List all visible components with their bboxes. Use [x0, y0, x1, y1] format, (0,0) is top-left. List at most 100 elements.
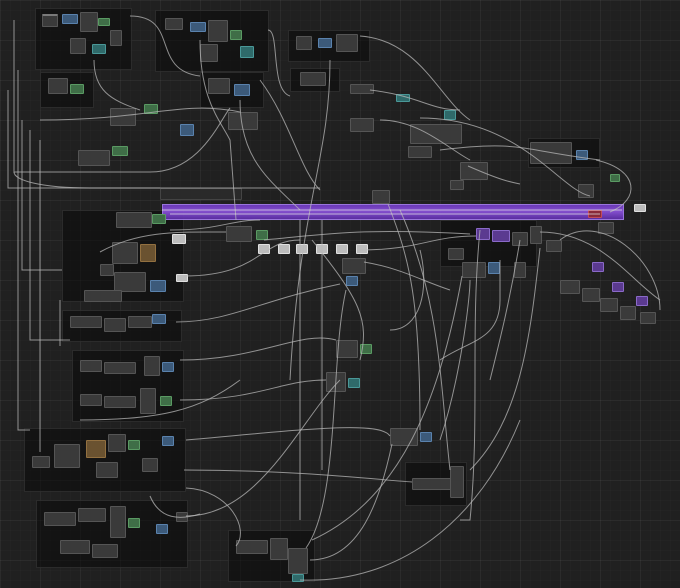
node[interactable] — [316, 244, 328, 254]
node[interactable] — [460, 162, 488, 180]
node[interactable] — [444, 110, 456, 120]
node[interactable] — [342, 258, 366, 274]
node[interactable] — [512, 232, 528, 246]
node[interactable] — [160, 396, 172, 406]
node[interactable] — [62, 14, 78, 24]
node[interactable] — [396, 94, 410, 102]
node[interactable] — [256, 230, 268, 240]
node[interactable] — [640, 312, 656, 324]
node[interactable] — [32, 456, 50, 468]
node[interactable] — [390, 428, 418, 446]
node[interactable] — [588, 210, 602, 218]
node[interactable] — [292, 574, 304, 582]
node[interactable] — [636, 296, 648, 306]
node[interactable] — [612, 282, 624, 292]
node[interactable] — [200, 44, 218, 62]
node[interactable] — [48, 78, 68, 94]
node[interactable] — [128, 316, 152, 328]
node[interactable] — [108, 434, 126, 452]
node[interactable] — [110, 506, 126, 538]
node[interactable] — [100, 264, 114, 276]
node[interactable] — [140, 388, 156, 414]
node[interactable] — [300, 72, 326, 86]
node[interactable] — [236, 540, 268, 554]
node[interactable] — [592, 262, 604, 272]
node[interactable] — [150, 280, 166, 292]
node[interactable] — [42, 14, 58, 27]
node[interactable] — [44, 512, 76, 526]
node[interactable] — [582, 288, 600, 302]
node[interactable] — [78, 150, 110, 166]
node[interactable] — [450, 180, 464, 190]
node[interactable] — [208, 20, 228, 42]
node[interactable] — [258, 244, 270, 254]
node[interactable] — [144, 104, 158, 114]
node[interactable] — [234, 84, 250, 96]
node[interactable] — [296, 36, 312, 50]
node[interactable] — [128, 518, 140, 528]
node[interactable] — [70, 38, 86, 54]
node[interactable] — [144, 356, 160, 376]
node[interactable] — [92, 544, 118, 558]
node[interactable] — [162, 362, 174, 372]
node[interactable] — [98, 18, 110, 26]
node[interactable] — [80, 394, 102, 406]
node-group[interactable] — [24, 428, 186, 492]
node[interactable] — [112, 146, 128, 156]
node[interactable] — [230, 30, 242, 40]
group-header-node[interactable] — [160, 188, 242, 200]
node[interactable] — [60, 540, 90, 554]
node[interactable] — [610, 174, 620, 182]
node[interactable] — [104, 362, 136, 374]
node[interactable] — [86, 440, 106, 458]
node[interactable] — [360, 344, 372, 354]
node[interactable] — [372, 190, 390, 204]
node[interactable] — [80, 360, 102, 372]
node[interactable] — [530, 226, 542, 244]
node[interactable] — [104, 396, 136, 408]
node[interactable] — [176, 512, 188, 522]
node[interactable] — [450, 466, 464, 498]
node[interactable] — [140, 244, 156, 262]
node[interactable] — [152, 214, 166, 224]
node[interactable] — [180, 124, 194, 136]
node[interactable] — [114, 272, 146, 292]
node[interactable] — [408, 146, 432, 158]
node[interactable] — [128, 440, 140, 450]
node[interactable] — [162, 436, 174, 446]
selected-group-band[interactable] — [162, 204, 624, 220]
node[interactable] — [165, 18, 183, 30]
node[interactable] — [488, 262, 500, 274]
node[interactable] — [96, 462, 118, 478]
node[interactable] — [278, 244, 290, 254]
node[interactable] — [142, 458, 158, 472]
node[interactable] — [228, 112, 258, 130]
node[interactable] — [598, 222, 614, 234]
node[interactable] — [420, 432, 432, 442]
node[interactable] — [578, 184, 594, 198]
node[interactable] — [412, 478, 454, 490]
node[interactable] — [514, 262, 526, 278]
node[interactable] — [530, 142, 572, 164]
node[interactable] — [104, 318, 126, 332]
node[interactable] — [546, 240, 562, 252]
node[interactable] — [462, 262, 486, 278]
node[interactable] — [270, 538, 288, 560]
node[interactable] — [356, 244, 368, 254]
node[interactable] — [600, 298, 618, 312]
node[interactable] — [70, 84, 84, 94]
node[interactable] — [92, 44, 106, 54]
node[interactable] — [110, 108, 136, 126]
node[interactable] — [116, 212, 152, 228]
node[interactable] — [350, 84, 374, 94]
node[interactable] — [336, 244, 348, 254]
node[interactable] — [226, 226, 252, 242]
node[interactable] — [346, 276, 358, 286]
node[interactable] — [84, 290, 122, 302]
node[interactable] — [576, 150, 588, 160]
node[interactable] — [240, 46, 254, 58]
node[interactable] — [70, 316, 102, 328]
node[interactable] — [560, 280, 580, 294]
node[interactable] — [318, 38, 332, 48]
